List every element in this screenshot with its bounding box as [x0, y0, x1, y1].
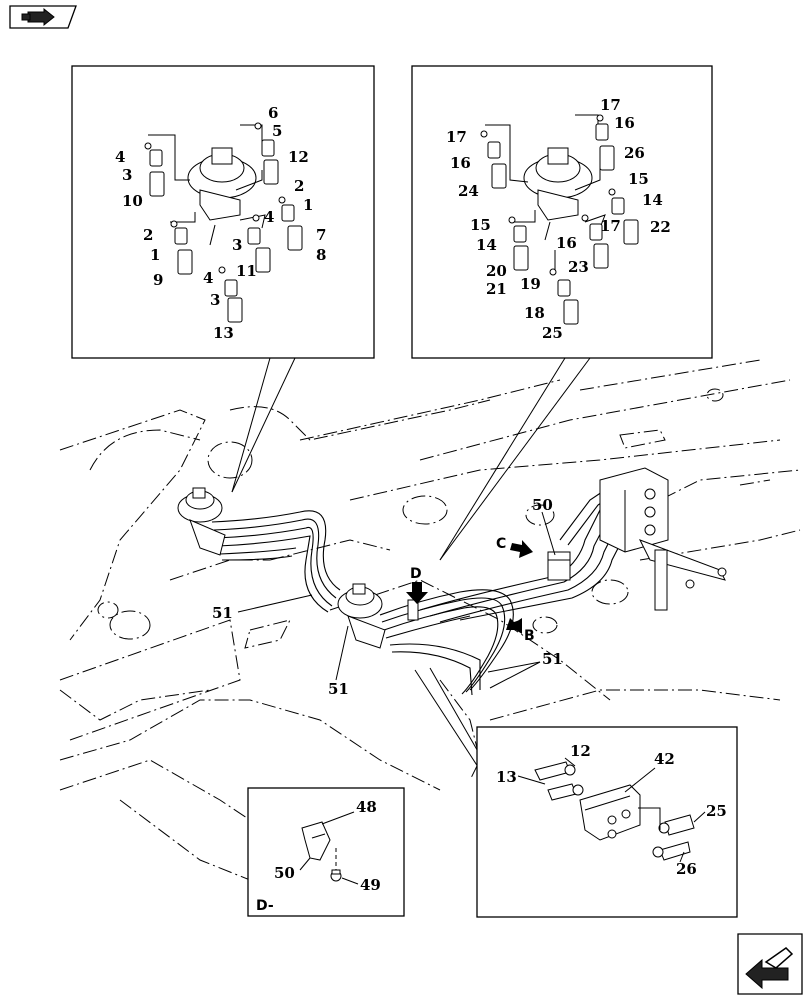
inset-detail-d [247, 787, 405, 917]
book-arrow-icon[interactable] [8, 4, 78, 30]
arrow-c-icon [510, 540, 533, 558]
callout-label: 13 [496, 768, 517, 786]
callout-label: 51 [542, 650, 563, 668]
callouts-top-left: 6 5 4 3 12 10 2 1 4 2 1 3 7 8 9 11 4 3 1… [115, 104, 326, 342]
callout-label: 17 [600, 217, 621, 235]
callout-label: 21 [486, 280, 507, 298]
callout-label: 4 [115, 148, 125, 166]
clamp [407, 551, 571, 621]
callout-label: 12 [288, 148, 309, 166]
callout-label: 17 [446, 128, 467, 146]
frame-outline [59, 359, 801, 881]
callout-label: 2 [143, 226, 153, 244]
callout-label: 3 [232, 236, 242, 254]
callout-label: 49 [360, 876, 381, 894]
callouts-main: 50 C D 51 B 51 51 [212, 496, 563, 698]
callout-label: 4 [264, 208, 274, 226]
next-page-arrow-icon[interactable] [736, 932, 804, 996]
hose-bundle [211, 489, 631, 696]
callout-label: 6 [268, 104, 278, 122]
callout-label: 18 [524, 304, 545, 322]
callout-label: B [524, 628, 535, 644]
inset-manifold-parts [517, 757, 706, 863]
callout-label: 16 [614, 114, 635, 132]
callout-label: 48 [356, 798, 377, 816]
inset-detail-d-parts [299, 811, 359, 885]
right-joystick [337, 583, 386, 649]
callout-label: 15 [628, 170, 649, 188]
callout-label: 1 [303, 196, 313, 214]
callout-label: 14 [642, 191, 663, 209]
callout-label: 13 [213, 324, 234, 342]
callout-label: 3 [122, 166, 132, 184]
callout-label: 24 [458, 182, 479, 200]
left-joystick [177, 487, 226, 556]
callout-label: 19 [520, 275, 541, 293]
callout-label: 1 [150, 246, 160, 264]
callouts-top-right: 17 16 17 16 26 24 15 14 15 17 22 14 16 2… [446, 96, 671, 342]
callout-label: 9 [153, 271, 163, 289]
manifold-block [599, 467, 727, 611]
callout-label: 51 [212, 604, 233, 622]
callout-label: 12 [570, 742, 591, 760]
inset-left-parts [144, 122, 303, 323]
callout-label: 20 [486, 262, 507, 280]
callout-label: 22 [650, 218, 671, 236]
callout-label: 5 [272, 122, 282, 140]
callout-label: 11 [236, 262, 257, 280]
callouts-bottom-right: 12 42 13 25 26 [496, 742, 727, 878]
callout-label: 10 [122, 192, 143, 210]
callout-label: 16 [556, 234, 577, 252]
inset-right-parts [480, 114, 639, 325]
callout-label: 3 [210, 291, 220, 309]
callout-label: 51 [328, 680, 349, 698]
arrow-d-icon [406, 582, 428, 604]
callout-label: 16 [450, 154, 471, 172]
callout-label: 4 [203, 269, 213, 287]
callout-label: 26 [624, 144, 645, 162]
callout-label: 8 [316, 246, 326, 264]
callout-label: 42 [654, 750, 675, 768]
callout-label: 17 [600, 96, 621, 114]
callout-label: 50 [532, 496, 553, 514]
callout-label: 14 [476, 236, 497, 254]
callout-label: D [410, 566, 422, 582]
callout-label: 50 [274, 864, 295, 882]
callout-label: 25 [542, 324, 563, 342]
callout-label: 7 [316, 226, 326, 244]
callout-label: 2 [294, 177, 304, 195]
callout-label: 26 [676, 860, 697, 878]
callout-label: 25 [706, 802, 727, 820]
callout-label: C [496, 536, 506, 552]
callout-label: 15 [470, 216, 491, 234]
callout-label: 23 [568, 258, 589, 276]
callouts-detail-d: 48 50 49 D- [256, 798, 381, 914]
callout-label: D- [256, 898, 274, 914]
